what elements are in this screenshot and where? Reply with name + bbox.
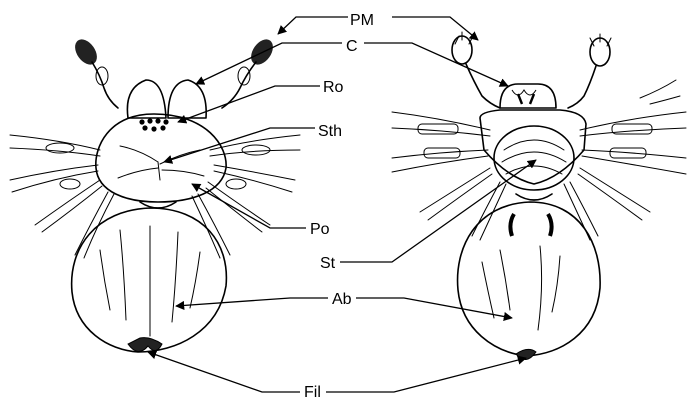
label-pm: PM: [350, 12, 374, 29]
label-c: C: [346, 38, 358, 55]
leader-lines: [148, 17, 536, 392]
ventral-pedicel: [516, 194, 552, 200]
leader-c-left: [196, 43, 342, 84]
ventral-view: [392, 32, 686, 360]
ventral-chelicerae: [500, 84, 556, 108]
sternum: [494, 126, 574, 190]
leader-fil-right: [326, 358, 526, 392]
label-ab: Ab: [332, 291, 352, 308]
ventral-legs: [392, 80, 686, 240]
ventral-sternum-area: [480, 110, 586, 190]
label-po: Po: [310, 221, 330, 238]
leader-fil-left: [148, 352, 300, 392]
leader-sth: [164, 128, 315, 162]
dorsal-spinnerets: [128, 338, 162, 352]
label-group: PM C Ro Sth Po St Ab Fil: [304, 12, 374, 401]
dorsal-abdomen: [72, 208, 227, 352]
leader-c-right: [364, 43, 508, 86]
leader-ab-left: [176, 298, 328, 306]
leader-ab-right: [356, 298, 512, 318]
eyes: [139, 118, 168, 131]
label-sth: Sth: [318, 123, 342, 140]
ventral-pedipalps: [452, 32, 611, 108]
ventral-abdomen: [458, 202, 601, 356]
label-ro: Ro: [323, 79, 344, 96]
dorsal-view: [10, 35, 300, 352]
dorsal-legs: [10, 135, 300, 258]
dorsal-chelicerae: [127, 80, 206, 118]
label-st: St: [320, 255, 336, 272]
leader-pm-left: [278, 17, 348, 34]
leader-st: [340, 160, 536, 262]
dorsal-pedicel: [140, 202, 176, 208]
label-fil: Fil: [304, 384, 321, 401]
